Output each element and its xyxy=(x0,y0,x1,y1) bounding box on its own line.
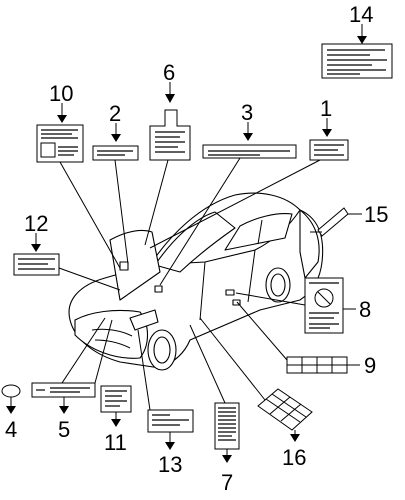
label-15-strip-label xyxy=(317,207,362,237)
callout-11: 11 xyxy=(104,430,127,455)
callout-13: 13 xyxy=(158,452,182,477)
label-14-emission-label xyxy=(321,43,393,79)
leader-lines xyxy=(58,157,322,411)
vehicle-illustration xyxy=(68,192,324,371)
label-5-label xyxy=(31,382,96,398)
callout-10: 10 xyxy=(49,81,73,106)
label-10-caution-label xyxy=(36,124,84,163)
label-4-oval-label xyxy=(1,384,21,398)
label-12-label xyxy=(13,253,60,276)
label-13-label xyxy=(147,409,194,433)
label-1-small-label xyxy=(309,139,349,161)
callout-16: 16 xyxy=(282,445,306,470)
callout-1: 1 xyxy=(320,96,332,121)
label-6-hood-label xyxy=(149,109,191,161)
callout-14: 14 xyxy=(349,2,373,27)
label-9-tire-label xyxy=(286,356,348,374)
label-8-airbag-label xyxy=(304,277,344,334)
label-2-small-label xyxy=(92,145,139,161)
callout-12: 12 xyxy=(24,211,48,236)
callout-4: 4 xyxy=(5,417,17,442)
label-7-document-label xyxy=(214,402,240,450)
callout-8: 8 xyxy=(359,297,371,322)
callout-2: 2 xyxy=(109,101,121,126)
callout-15: 15 xyxy=(364,202,388,227)
callout-9: 9 xyxy=(364,353,376,378)
callout-5: 5 xyxy=(58,417,70,442)
callout-3: 3 xyxy=(241,100,253,125)
label-16-grid-label xyxy=(257,388,313,431)
callout-7: 7 xyxy=(221,470,233,495)
label-11-label xyxy=(100,385,132,413)
callout-6: 6 xyxy=(163,60,175,85)
label-3-long-label xyxy=(202,144,297,159)
